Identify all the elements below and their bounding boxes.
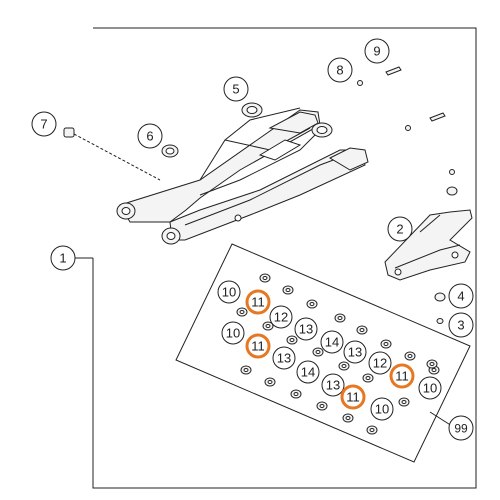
kit-bushing-hole <box>369 428 375 432</box>
kit-label-text: 10 <box>423 381 437 396</box>
kit-bushing-hole <box>265 324 271 328</box>
kit-label-text: 10 <box>375 402 389 417</box>
kit-bushing-hole <box>267 380 273 384</box>
swingarm[interactable] <box>116 107 369 245</box>
kit-bushing-hole <box>341 364 347 368</box>
kit-label-10[interactable]: 10 <box>370 397 394 421</box>
kit-label-12[interactable]: 12 <box>368 351 392 375</box>
kit-label-text: 13 <box>277 351 291 366</box>
callout-2[interactable]: 2 <box>387 216 413 242</box>
kit-bushing-hole <box>243 368 249 372</box>
bushing-6[interactable] <box>161 144 179 158</box>
kit-bushing-hole <box>359 328 365 332</box>
washer-4[interactable] <box>434 292 446 302</box>
kit-bushing-hole <box>407 354 413 358</box>
kit-bushing-hole <box>262 276 268 280</box>
kit-label-text: 12 <box>274 310 288 325</box>
callout-6-text: 6 <box>146 129 153 144</box>
kit-label-text: 14 <box>301 365 315 380</box>
kit-label-text: 13 <box>299 322 313 337</box>
kit-label-13[interactable]: 13 <box>294 317 318 341</box>
callout-99[interactable]: 99 <box>448 415 474 441</box>
callout-2-text: 2 <box>396 222 403 237</box>
callout-5-text: 5 <box>232 82 239 97</box>
kit-bushing-hole <box>289 338 295 342</box>
kit-bushing-hole <box>429 362 435 366</box>
kit-label-13[interactable]: 13 <box>272 346 296 370</box>
kit-label-10[interactable]: 10 <box>418 376 442 400</box>
callout-4-text: 4 <box>457 289 464 304</box>
kit-label-14[interactable]: 14 <box>296 360 320 384</box>
kit-label-text: 13 <box>326 378 340 393</box>
chain-guide-2[interactable] <box>384 209 473 281</box>
screw-3[interactable] <box>436 318 444 324</box>
callout-99-text: 99 <box>454 422 468 436</box>
callout-3[interactable]: 3 <box>448 312 474 338</box>
kit-label-text: 11 <box>395 369 409 384</box>
kit-label-14[interactable]: 14 <box>320 330 344 354</box>
kit-label-text: 10 <box>226 326 240 341</box>
kit-label-11[interactable]: 11 <box>389 363 415 389</box>
kit-label-text: 11 <box>251 295 265 310</box>
kit-label-text: 14 <box>325 335 339 350</box>
kit-label-13[interactable]: 13 <box>343 340 367 364</box>
callout-1-text: 1 <box>59 251 66 266</box>
kit-bushing-hole <box>285 288 291 292</box>
callout-4[interactable]: 4 <box>448 283 474 309</box>
kit-label-10[interactable]: 10 <box>217 280 241 304</box>
seal-5[interactable] <box>241 102 333 138</box>
small-hardware[interactable] <box>357 66 458 196</box>
diagram-frame <box>92 27 477 489</box>
kit-bushing-hole <box>365 376 371 380</box>
kit-bushing-hole <box>431 368 437 372</box>
kit-bushing-hole <box>239 310 245 314</box>
callout-7[interactable]: 7 <box>31 111 57 137</box>
callout-6[interactable]: 6 <box>137 123 163 149</box>
callout-8-text: 8 <box>336 63 343 78</box>
kit-label-11[interactable]: 11 <box>245 333 271 359</box>
callout-7-text: 7 <box>40 117 47 132</box>
kit-label-text: 11 <box>251 339 265 354</box>
kit-label-10[interactable]: 10 <box>221 321 245 345</box>
kit-label-text: 10 <box>222 285 236 300</box>
kit-label-11[interactable]: 11 <box>245 289 271 315</box>
kit-labels: 10 11 12 10 11 13 14 13 12 11 10 13 14 13 11 10 <box>217 280 442 421</box>
bolt-7[interactable] <box>63 127 161 181</box>
callout-9[interactable]: 9 <box>364 38 390 64</box>
kit-label-12[interactable]: 12 <box>269 305 293 329</box>
kit-bushing-hole <box>319 404 325 408</box>
kit-label-text: 13 <box>348 345 362 360</box>
kit-bushing-hole <box>309 302 315 306</box>
callout-1[interactable]: 1 <box>50 245 76 271</box>
kit-label-text: 11 <box>346 390 360 405</box>
leader-99 <box>429 411 453 427</box>
kit-bushing-hole <box>401 400 407 404</box>
kit-label-text: 12 <box>373 356 387 371</box>
kit-bushing-hole <box>293 392 299 396</box>
kit-small-parts <box>236 273 440 435</box>
callout-3-text: 3 <box>457 318 464 333</box>
kit-bushing-hole <box>315 350 321 354</box>
kit-bushing-hole <box>337 316 343 320</box>
kit-label-13[interactable]: 13 <box>321 373 345 397</box>
callout-9-text: 9 <box>373 44 380 59</box>
kit-label-11[interactable]: 11 <box>340 384 366 410</box>
kit-bushing-hole <box>345 416 351 420</box>
callout-5[interactable]: 5 <box>223 76 249 102</box>
callout-8[interactable]: 8 <box>327 57 353 83</box>
kit-bushing-hole <box>383 342 389 346</box>
kit-99-box <box>175 243 471 463</box>
